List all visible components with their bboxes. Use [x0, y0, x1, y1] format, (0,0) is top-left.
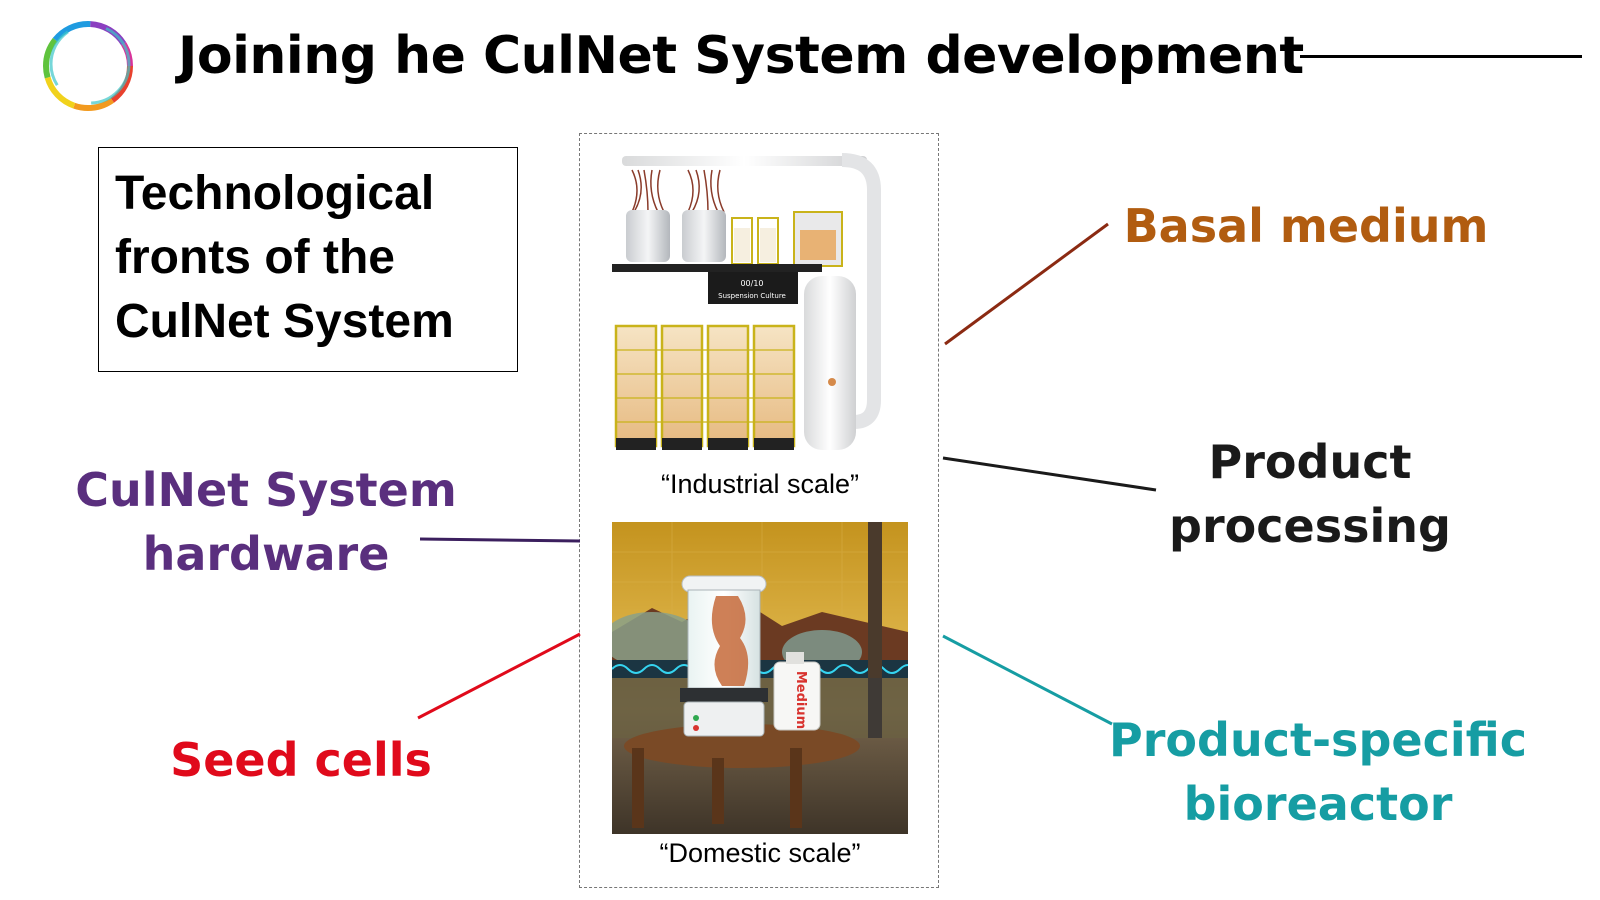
- hardware-line: CulNet System: [75, 463, 457, 517]
- fronts-box-line: CulNet System: [115, 295, 454, 348]
- illustration-frame: [579, 133, 939, 888]
- title-underline-rule: [1300, 55, 1582, 58]
- product-processing-line: Product: [1208, 435, 1412, 489]
- panel-label: Suspension Culture: [718, 292, 786, 300]
- product-specific-bioreactor-label: Product-specific bioreactor: [1098, 708, 1538, 836]
- culnet-logo-icon: [43, 21, 133, 111]
- seed-cells-text: Seed cells: [170, 733, 432, 787]
- bioreactor-connector: [942, 634, 1113, 726]
- bioreactor-line: bioreactor: [1183, 777, 1453, 831]
- culnet-hardware-label: CulNet System hardware: [56, 458, 476, 586]
- technological-fronts-box: Technological fronts of the CulNet Syste…: [98, 147, 518, 372]
- panel-readout: 00/10: [740, 279, 763, 288]
- product-processing-connector: [942, 456, 1157, 492]
- fronts-box-line: Technological: [115, 167, 435, 220]
- industrial-scale-caption: “Industrial scale”: [660, 469, 860, 499]
- fronts-box-line: fronts of the: [115, 231, 395, 284]
- seed-cells-label: Seed cells: [166, 728, 436, 792]
- industrial-bioreactor-illustration: 00/10 Suspension Culture: [612, 153, 881, 450]
- domestic-bioreactor-illustration: Medium: [612, 522, 908, 834]
- medium-bottle-label: Medium: [793, 671, 808, 729]
- domestic-scale-caption: “Domestic scale”: [659, 838, 861, 868]
- basal-medium-label: Basal medium: [1116, 194, 1496, 258]
- product-processing-line: processing: [1169, 499, 1451, 553]
- seed-cells-connector: [417, 632, 581, 720]
- product-processing-label: Product processing: [1140, 430, 1480, 558]
- hardware-line: hardware: [142, 527, 390, 581]
- page-title: Joining he CulNet System development: [178, 26, 1304, 86]
- bioreactor-line: Product-specific: [1109, 713, 1527, 767]
- basal-medium-connector: [944, 222, 1109, 346]
- basal-medium-text: Basal medium: [1123, 199, 1489, 253]
